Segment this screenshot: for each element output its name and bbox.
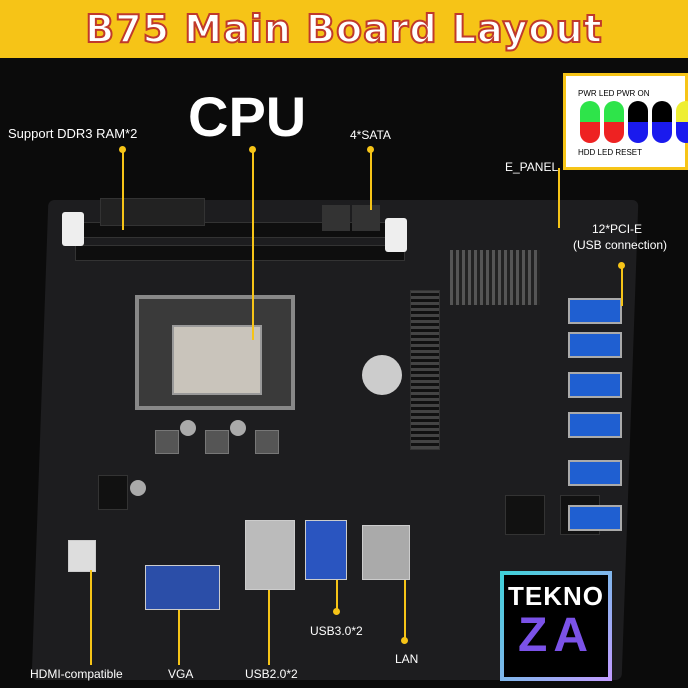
e-panel-pin bbox=[676, 101, 688, 143]
atx-power-connector bbox=[100, 198, 205, 226]
vga-port bbox=[145, 565, 220, 610]
e-panel-pin bbox=[652, 101, 672, 143]
ram-latch bbox=[62, 212, 84, 246]
ram-pointer-line bbox=[122, 150, 124, 230]
cpu-pointer-line bbox=[252, 150, 254, 340]
chipset-heatsink bbox=[450, 250, 540, 305]
capacitor bbox=[180, 420, 196, 436]
ram-pointer-dot bbox=[119, 146, 126, 153]
usb-pcie-port bbox=[568, 298, 622, 324]
logo-line2: ZA bbox=[518, 609, 594, 662]
hdmi-label: HDMI-compatible bbox=[30, 667, 123, 681]
usb-pcie-port bbox=[568, 412, 622, 438]
usb2-port bbox=[245, 520, 295, 590]
e-panel-bottom-labels: HDD LED RESET bbox=[578, 148, 643, 157]
choke bbox=[255, 430, 279, 454]
e-panel-top-labels: PWR LED PWR ON bbox=[578, 89, 650, 98]
sata-port bbox=[322, 205, 350, 231]
lan-pointer-dot bbox=[401, 637, 408, 644]
ram-label: Support DDR3 RAM*2 bbox=[8, 126, 138, 141]
logo-line1: TEKNO bbox=[508, 581, 604, 611]
lan-port bbox=[362, 525, 410, 580]
pcie-slot bbox=[410, 290, 440, 450]
sata-port bbox=[352, 205, 380, 231]
title-banner: B75 Main Board Layout bbox=[0, 0, 688, 58]
cpu-pointer-dot bbox=[249, 146, 256, 153]
hdmi-port bbox=[68, 540, 96, 572]
cpu-chip bbox=[172, 325, 262, 395]
vga-label: VGA bbox=[168, 667, 194, 681]
choke bbox=[155, 430, 179, 454]
pcie-pointer-dot bbox=[618, 262, 625, 269]
choke bbox=[205, 430, 229, 454]
usb-pcie-port bbox=[568, 460, 622, 486]
cpu-power-connector bbox=[98, 475, 128, 510]
sata-pointer-line bbox=[370, 150, 372, 210]
capacitor bbox=[130, 480, 146, 496]
pcie-label-line2: (USB connection) bbox=[573, 238, 668, 252]
capacitor bbox=[230, 420, 246, 436]
power-connector bbox=[505, 495, 545, 535]
e-panel-pin bbox=[580, 101, 600, 143]
cpu-label: CPU bbox=[188, 85, 307, 148]
usb3-pointer-dot bbox=[333, 608, 340, 615]
sata-pointer-dot bbox=[367, 146, 374, 153]
ram-slot-2 bbox=[75, 245, 405, 261]
pcie-pointer-line bbox=[621, 266, 623, 306]
cmos-battery bbox=[362, 355, 402, 395]
usb-pcie-port bbox=[568, 372, 622, 398]
e-panel-pin bbox=[628, 101, 648, 143]
e-panel-pin bbox=[604, 101, 624, 143]
usb-pcie-port bbox=[568, 505, 622, 531]
lan-label: LAN bbox=[395, 652, 419, 666]
usb-pcie-port bbox=[568, 332, 622, 358]
usb2-label: USB2.0*2 bbox=[245, 667, 298, 681]
sata-label: 4*SATA bbox=[350, 128, 391, 142]
usb3-pointer-line bbox=[336, 580, 338, 610]
pcie-label-line1: 12*PCI-E bbox=[592, 222, 643, 236]
e-panel-pins bbox=[580, 101, 688, 143]
e-panel-label: E_PANEL bbox=[505, 160, 559, 174]
ram-latch bbox=[385, 218, 407, 252]
title: B75 Main Board Layout bbox=[84, 6, 603, 52]
e-panel-pinout-inset: PWR LED PWR ON HDD LED RESET bbox=[563, 73, 688, 170]
lan-pointer-line bbox=[404, 580, 406, 640]
usb3-label: USB3.0*2 bbox=[310, 624, 363, 638]
e-panel-pointer-line bbox=[558, 168, 560, 228]
usb2-pointer-line bbox=[268, 590, 270, 665]
tekno-za-logo: TEKNO ZA bbox=[500, 571, 612, 681]
hdmi-pointer-line bbox=[90, 570, 92, 665]
vga-pointer-line bbox=[178, 610, 180, 665]
usb3-port bbox=[305, 520, 347, 580]
